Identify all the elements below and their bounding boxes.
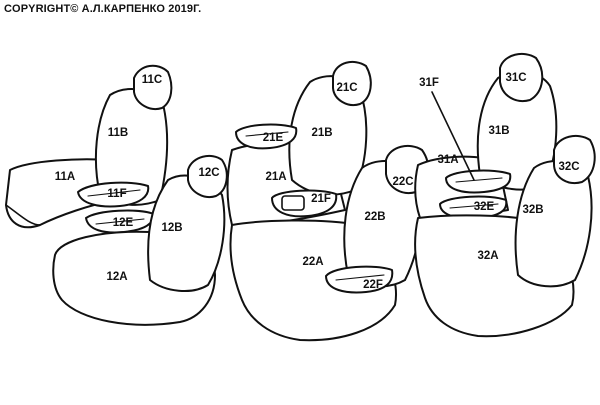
middle-seat-group bbox=[226, 60, 430, 342]
label-31f: 31F bbox=[419, 77, 439, 89]
armrest-21e bbox=[235, 123, 298, 150]
label-21e: 21E bbox=[263, 132, 284, 144]
label-22f: 22F bbox=[363, 279, 383, 291]
cupholder-21f bbox=[281, 195, 305, 211]
part-labels: 11C 11B 11A 11F 12E 12C 12B 12A 21C 21E … bbox=[55, 72, 580, 291]
seat-21c-headrest bbox=[332, 60, 372, 106]
label-12c: 12C bbox=[198, 167, 219, 179]
armrest-11f bbox=[77, 181, 150, 208]
label-32e: 32E bbox=[474, 201, 495, 213]
left-seat-group bbox=[5, 64, 228, 326]
right-seat-group bbox=[414, 52, 596, 338]
copyright-notice: COPYRIGHT© А.Л.КАРПЕНКО 2019Г. bbox=[4, 3, 202, 15]
leader-31f bbox=[431, 91, 475, 181]
label-11a: 11A bbox=[55, 171, 75, 183]
label-32c: 32C bbox=[558, 161, 579, 173]
label-22a: 22A bbox=[302, 256, 323, 268]
label-32b: 32B bbox=[522, 204, 543, 216]
seat-11c-headrest bbox=[133, 64, 173, 110]
seat-12b-backrest bbox=[147, 174, 226, 292]
label-12b: 12B bbox=[161, 222, 182, 234]
seat-31c-headrest bbox=[499, 52, 544, 102]
label-31c: 31C bbox=[505, 72, 526, 84]
label-11c: 11C bbox=[142, 74, 162, 86]
seat-12c-headrest bbox=[187, 154, 228, 198]
label-21b: 21B bbox=[311, 127, 332, 139]
label-31a: 31A bbox=[437, 154, 458, 166]
label-22c: 22C bbox=[392, 176, 413, 188]
label-12e: 12E bbox=[113, 217, 134, 229]
label-22b: 22B bbox=[364, 211, 385, 223]
seat-11a-cushion bbox=[5, 158, 116, 229]
label-11f: 11F bbox=[107, 188, 126, 200]
label-12a: 12A bbox=[106, 271, 127, 283]
armrest-31f bbox=[445, 169, 512, 194]
label-32a: 32A bbox=[477, 250, 498, 262]
seat-32c-headrest bbox=[553, 134, 596, 184]
label-11b: 11B bbox=[108, 127, 128, 139]
label-21a: 21A bbox=[265, 171, 286, 183]
label-21f: 21F bbox=[311, 193, 331, 205]
label-31b: 31B bbox=[488, 125, 509, 137]
label-21c: 21C bbox=[336, 82, 357, 94]
armrest-22f bbox=[325, 265, 394, 294]
